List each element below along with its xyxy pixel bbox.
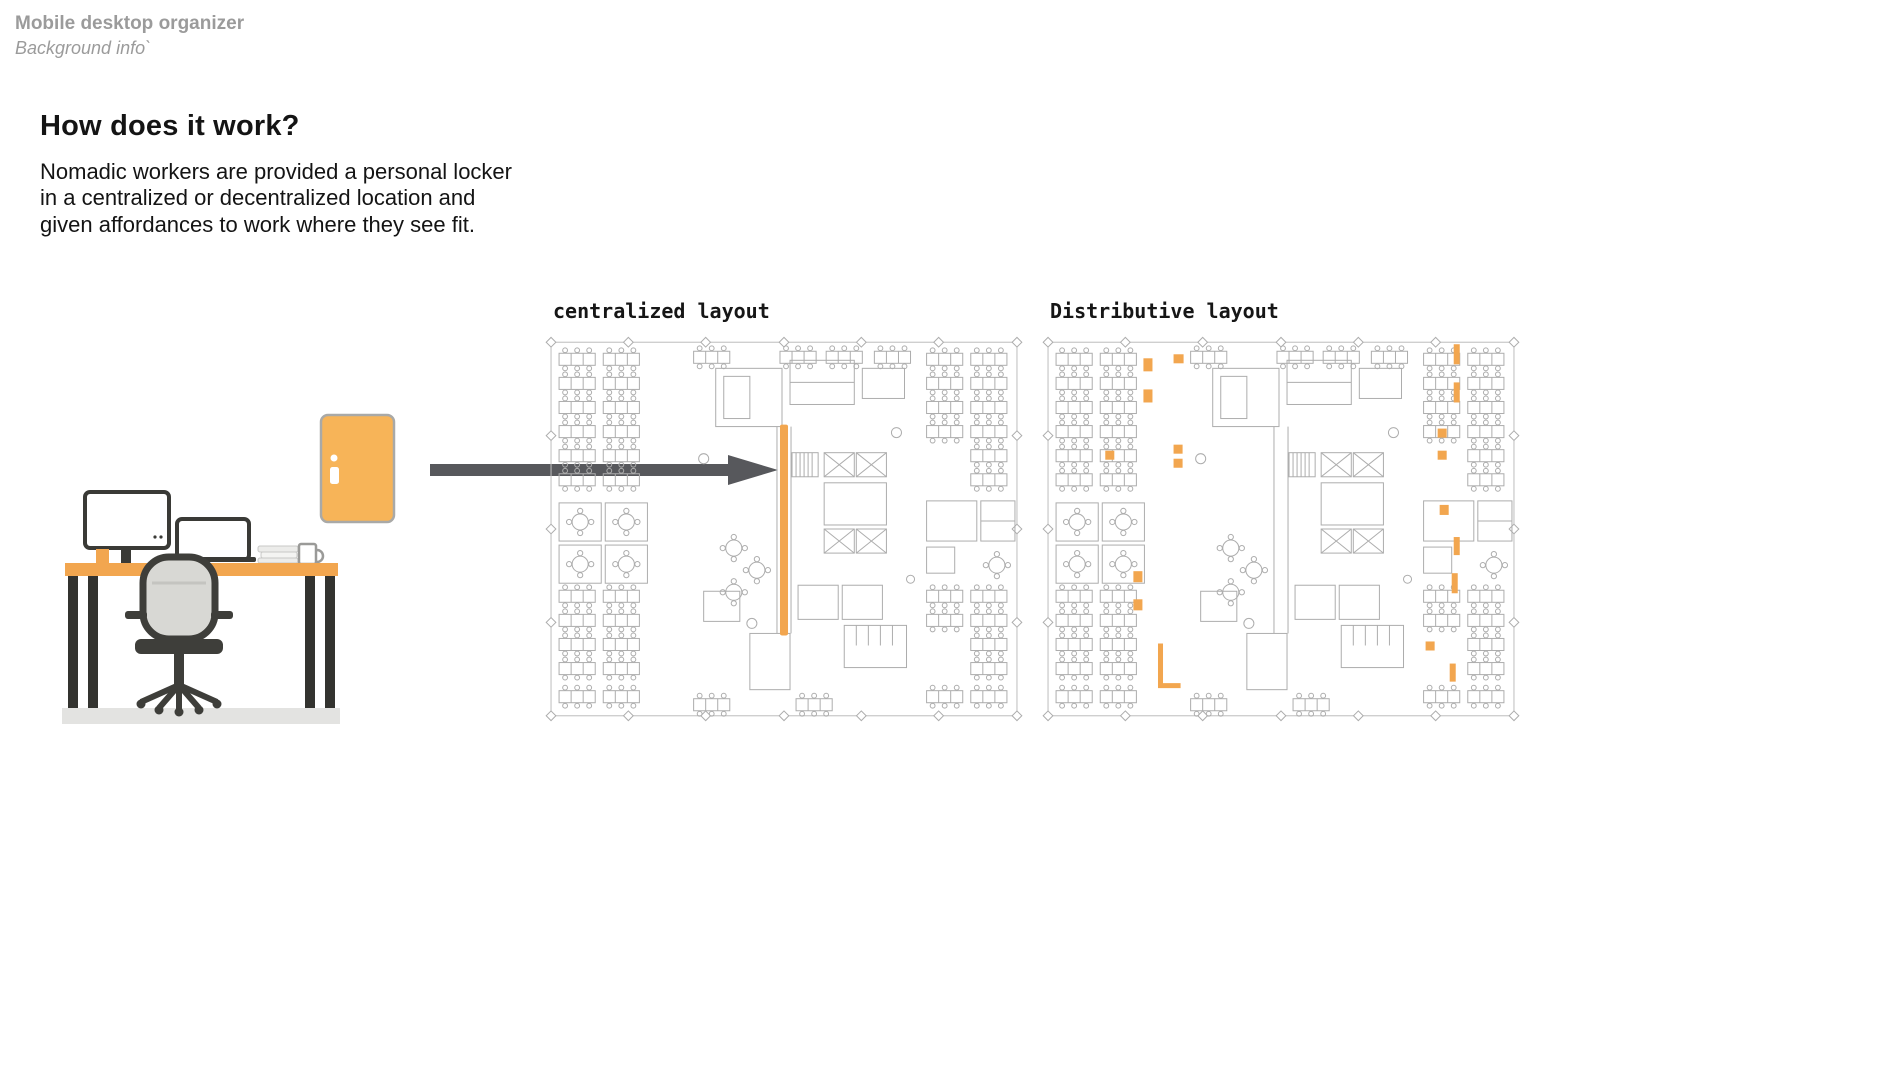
distributed-lockers xyxy=(1105,344,1460,689)
deck-title: Mobile desktop organizer xyxy=(15,13,245,34)
deck-subtitle: Background info` xyxy=(15,38,152,58)
centralized-plan-figure: centralized layout xyxy=(543,299,1025,731)
mug xyxy=(297,542,325,566)
intro-section: How does it work? Nomadic workers are pr… xyxy=(40,110,522,238)
floor-strip xyxy=(62,708,340,724)
office-chair xyxy=(125,553,233,717)
section-body: Nomadic workers are provided a personal … xyxy=(40,159,512,237)
distributive-plan-figure: Distributive layout xyxy=(1040,299,1522,731)
distributive-layout-label: Distributive layout xyxy=(1050,299,1279,323)
monitor xyxy=(83,490,171,564)
deck-header: Mobile desktop organizer Background info… xyxy=(15,13,244,59)
section-heading: How does it work? xyxy=(40,110,300,142)
desk-illustration xyxy=(62,490,340,724)
book-stack xyxy=(257,545,299,564)
centralized-layout-label: centralized layout xyxy=(553,299,770,323)
centralized-floorplan xyxy=(543,332,1025,726)
locker-door-icon xyxy=(319,413,396,524)
central-locker-bank xyxy=(779,424,789,636)
arrow-right-icon xyxy=(430,455,778,485)
distributive-floorplan xyxy=(1040,332,1522,726)
orange-box-on-desk xyxy=(96,549,109,563)
